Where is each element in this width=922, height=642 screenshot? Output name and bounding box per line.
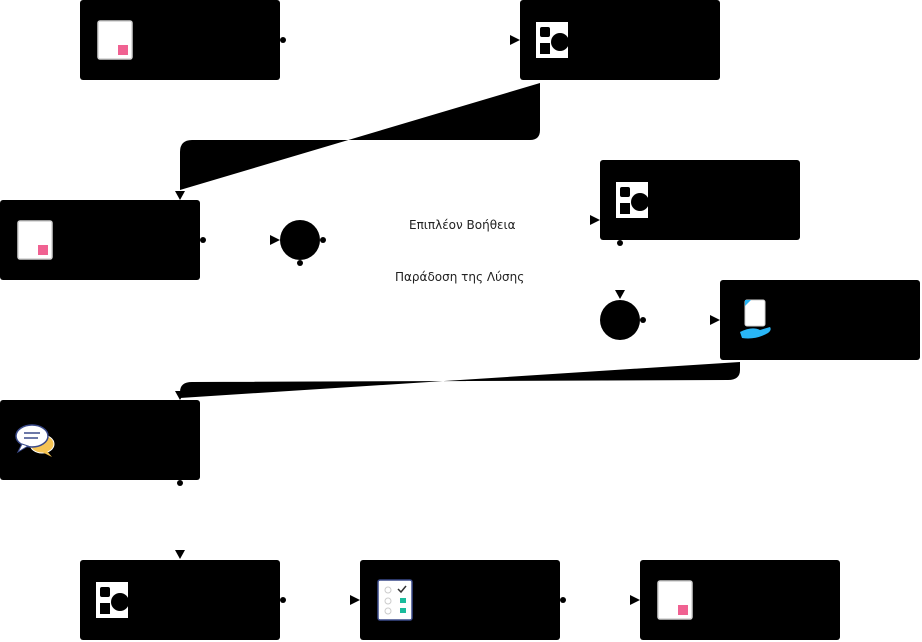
connector-2-3 — [180, 83, 540, 190]
task-box-7[interactable] — [80, 560, 280, 640]
checklist-icon — [377, 579, 413, 621]
arrow-head — [350, 595, 360, 605]
connector-dot — [177, 480, 183, 486]
shapes-icon — [536, 22, 569, 58]
shapes-icon — [96, 582, 129, 618]
document-icon — [657, 580, 693, 620]
connector-dot — [297, 260, 303, 266]
arrow-head — [175, 191, 185, 200]
label-solution-delivery: Παράδοση της Λύσης — [395, 270, 525, 284]
document-icon — [17, 220, 53, 260]
connector-dot — [560, 597, 566, 603]
connector-dot — [617, 240, 623, 246]
chat-bubbles-icon — [15, 424, 55, 457]
task-box-4[interactable] — [600, 160, 800, 240]
connector-dot — [320, 237, 326, 243]
shapes-icon — [616, 182, 649, 218]
arrow-head — [710, 315, 720, 325]
gateway-1[interactable] — [280, 220, 320, 260]
arrow-head — [615, 290, 625, 299]
label-more-help: Επιπλέον Βοήθεια — [409, 218, 516, 232]
connector-dot — [280, 37, 286, 43]
arrow-head — [175, 391, 185, 400]
arrow-head — [630, 595, 640, 605]
task-box-3[interactable] — [0, 200, 200, 280]
connector-dot — [640, 317, 646, 323]
connectors — [175, 35, 740, 605]
gateway-2[interactable] — [600, 300, 640, 340]
task-box-9[interactable] — [640, 560, 840, 640]
task-box-2[interactable] — [520, 0, 720, 80]
arrow-head — [175, 550, 185, 559]
task-box-8[interactable] — [360, 560, 560, 640]
document-icon — [97, 20, 133, 60]
connector-dot — [200, 237, 206, 243]
arrow-head — [270, 235, 280, 245]
task-box-6[interactable] — [0, 400, 200, 480]
connector-5-6 — [180, 362, 740, 398]
arrow-head — [590, 215, 600, 225]
task-box-1[interactable] — [80, 0, 280, 80]
arrow-head — [510, 35, 520, 45]
connector-dot — [280, 597, 286, 603]
task-box-5[interactable] — [720, 280, 920, 360]
hand-document-icon — [740, 299, 771, 339]
